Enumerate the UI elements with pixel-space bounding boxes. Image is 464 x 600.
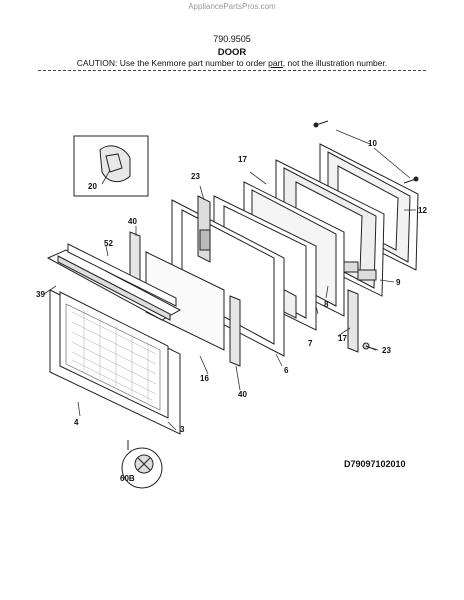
callout-9: 9 xyxy=(396,278,401,287)
diagram-number: D79097102010 xyxy=(344,459,406,469)
callout-23-lower: 23 xyxy=(382,346,391,355)
callout-20: 20 xyxy=(88,182,97,191)
callout-10: 10 xyxy=(368,139,377,148)
callout-40-lower: 40 xyxy=(238,390,247,399)
caution-text-start: CAUTION: Use the Kenmore part number to … xyxy=(76,58,269,68)
callout-17-lower: 17 xyxy=(338,334,347,343)
part-17-23-hinge-lower xyxy=(347,289,377,353)
part-4-3-outer-door xyxy=(49,289,181,435)
callout-23-upper: 23 xyxy=(191,172,200,181)
part-10-screws xyxy=(313,120,419,184)
part-60b-screw-detail xyxy=(121,440,163,489)
model-number: 790.9505 xyxy=(213,34,251,44)
callout-4: 4 xyxy=(74,418,79,427)
callout-17-upper: 17 xyxy=(238,155,247,164)
callout-40-left: 40 xyxy=(128,217,137,226)
callout-6: 6 xyxy=(284,366,289,375)
part-20-inset xyxy=(73,135,149,197)
callout-7: 7 xyxy=(308,339,313,348)
callout-8: 8 xyxy=(324,300,329,309)
part-23-hinge-upper xyxy=(197,195,211,263)
callout-39: 39 xyxy=(36,290,45,299)
site-watermark: AppliancePartsPros.com xyxy=(188,2,276,11)
callout-3: 3 xyxy=(180,425,185,434)
callout-60b: 60B xyxy=(120,474,135,483)
callout-12: 12 xyxy=(418,206,427,215)
caution-note: CAUTION: Use the Kenmore part number to … xyxy=(0,58,464,68)
caution-text-end: , not the illustration number. xyxy=(282,58,388,68)
callout-52: 52 xyxy=(104,239,113,248)
glass-hatching xyxy=(71,310,157,402)
page-title: DOOR xyxy=(217,47,247,58)
part-link[interactable]: part xyxy=(268,58,283,68)
leader-lines xyxy=(43,129,416,431)
callout-16: 16 xyxy=(200,374,209,383)
dashed-divider xyxy=(38,70,426,71)
part-52-39-handle xyxy=(46,243,182,321)
part-40-bracket-right xyxy=(229,295,241,367)
